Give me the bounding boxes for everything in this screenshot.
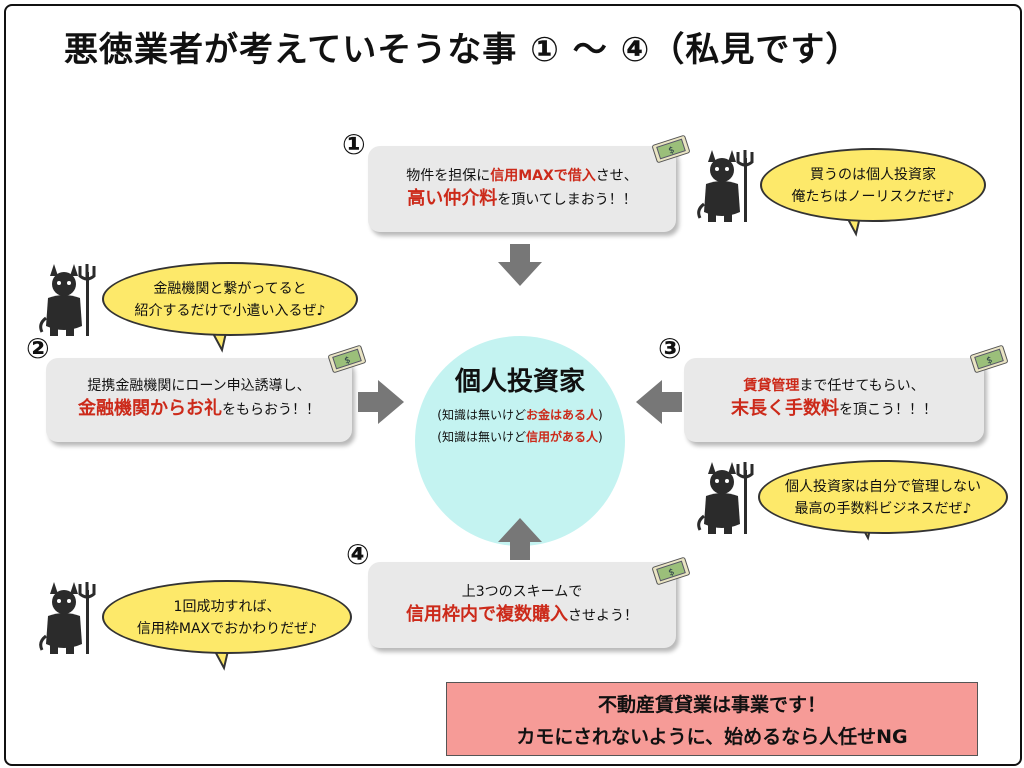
center-line-1-highlight: お金はある人 bbox=[525, 408, 598, 422]
bubble-1-line-2: 俺たちはノーリスクだぜ♪ bbox=[791, 189, 955, 205]
step-2-text-c: をもらおう！！ bbox=[222, 402, 320, 418]
step-box-3: 賃貸管理まで任せてもらい、 末長く手数料を頂こう！！！ bbox=[684, 358, 984, 442]
step-2-text-a: 提携金融機関にローン申込誘導し、 bbox=[87, 378, 311, 394]
center-line-1-a: (知識は無いけど bbox=[437, 408, 526, 422]
step-1-text-b: させ、 bbox=[595, 168, 638, 184]
bubble-2-line-2: 紹介するだけで小遣い入るぜ♪ bbox=[134, 303, 326, 319]
money-icon: $ bbox=[328, 345, 366, 373]
center-line-2-b: ) bbox=[598, 430, 603, 444]
step-4-text-a: 上3つのスキームで bbox=[461, 584, 583, 600]
step-1-highlight-b: 高い仲介料 bbox=[407, 188, 498, 209]
bubble-3-line-1: 個人投資家は自分で管理しない bbox=[785, 479, 981, 495]
money-icon: $ bbox=[970, 345, 1008, 373]
arrow-up-icon bbox=[498, 518, 542, 560]
step-4-highlight-b: 信用枠内で複数購入 bbox=[406, 604, 568, 625]
devil-icon bbox=[697, 150, 754, 222]
svg-text:$: $ bbox=[667, 567, 676, 578]
center-title: 個人投資家 bbox=[454, 367, 585, 397]
page-title: 悪徳業者が考えていそうな事 ① ～ ④（私見です） bbox=[64, 30, 861, 70]
step-3-text-b: まで任せてもらい、 bbox=[799, 378, 925, 394]
step-number-4: ④ bbox=[346, 538, 370, 571]
step-1-highlight-a: 信用MAXで借入 bbox=[490, 168, 596, 184]
step-box-1: 物件を担保に信用MAXで借入させ、 高い仲介料を頂いてしまおう！！ bbox=[368, 146, 676, 232]
diagram-frame: 悪徳業者が考えていそうな事 ① ～ ④（私見です） ① 物件を担保に信用MAXで… bbox=[4, 4, 1022, 766]
step-4-text-c: させよう！ bbox=[568, 608, 638, 624]
arrow-left-icon bbox=[636, 380, 682, 424]
center-line-2-highlight: 信用がある人 bbox=[525, 430, 598, 444]
bubble-4-line-2: 信用枠MAXでおかわりだぜ♪ bbox=[136, 621, 318, 637]
center-line-1-b: ) bbox=[598, 408, 603, 422]
devil-icon bbox=[697, 462, 754, 534]
center-line-2-a: (知識は無いけど bbox=[437, 430, 526, 444]
step-1-text-a: 物件を担保に bbox=[406, 168, 491, 184]
devil-icon bbox=[39, 582, 96, 654]
warning-line-1: 不動産賃貸業は事業です！ bbox=[597, 694, 826, 716]
step-number-2: ② bbox=[26, 332, 50, 365]
speech-bubble-4: 1回成功すれば、 信用枠MAXでおかわりだぜ♪ bbox=[102, 580, 352, 654]
bubble-2-line-1: 金融機関と繋がってると bbox=[153, 281, 307, 297]
bubble-3-line-2: 最高の手数料ビジネスだぜ♪ bbox=[794, 501, 972, 517]
speech-bubble-2: 金融機関と繋がってると 紹介するだけで小遣い入るぜ♪ bbox=[102, 262, 358, 336]
step-3-text-c: を頂こう！！！ bbox=[839, 402, 937, 418]
warning-box: 不動産賃貸業は事業です！ カモにされないように、始めるなら人任せNG bbox=[446, 682, 978, 756]
step-3-highlight-a: 賃貸管理 bbox=[743, 378, 800, 394]
warning-line-2: カモにされないように、始めるなら人任せNG bbox=[516, 726, 908, 748]
speech-bubble-1: 買うのは個人投資家 俺たちはノーリスクだぜ♪ bbox=[760, 148, 986, 222]
speech-bubble-3: 個人投資家は自分で管理しない 最高の手数料ビジネスだぜ♪ bbox=[758, 460, 1008, 534]
investor-circle: 個人投資家 (知識は無いけどお金はある人) (知識は無いけど信用がある人) bbox=[415, 336, 625, 546]
svg-text:$: $ bbox=[343, 355, 352, 366]
svg-text:$: $ bbox=[667, 145, 676, 156]
arrow-right-icon bbox=[358, 380, 404, 424]
step-3-highlight-b: 末長く手数料 bbox=[731, 398, 839, 419]
step-1-text-c: を頂いてしまおう！！ bbox=[497, 192, 637, 208]
money-icon: $ bbox=[652, 135, 690, 163]
svg-text:$: $ bbox=[985, 355, 994, 366]
bubble-4-line-1: 1回成功すれば、 bbox=[173, 599, 281, 615]
devil-icon bbox=[39, 264, 96, 336]
step-box-4: 上3つのスキームで 信用枠内で複数購入させよう！ bbox=[368, 562, 676, 648]
money-icon: $ bbox=[652, 557, 690, 585]
step-2-highlight-b: 金融機関からお礼 bbox=[78, 398, 222, 419]
arrow-down-icon bbox=[498, 244, 542, 286]
step-box-2: 提携金融機関にローン申込誘導し、 金融機関からお礼をもらおう！！ bbox=[46, 358, 352, 442]
step-number-1: ① bbox=[342, 128, 366, 161]
step-number-3: ③ bbox=[658, 332, 682, 365]
bubble-1-line-1: 買うのは個人投資家 bbox=[810, 167, 936, 183]
